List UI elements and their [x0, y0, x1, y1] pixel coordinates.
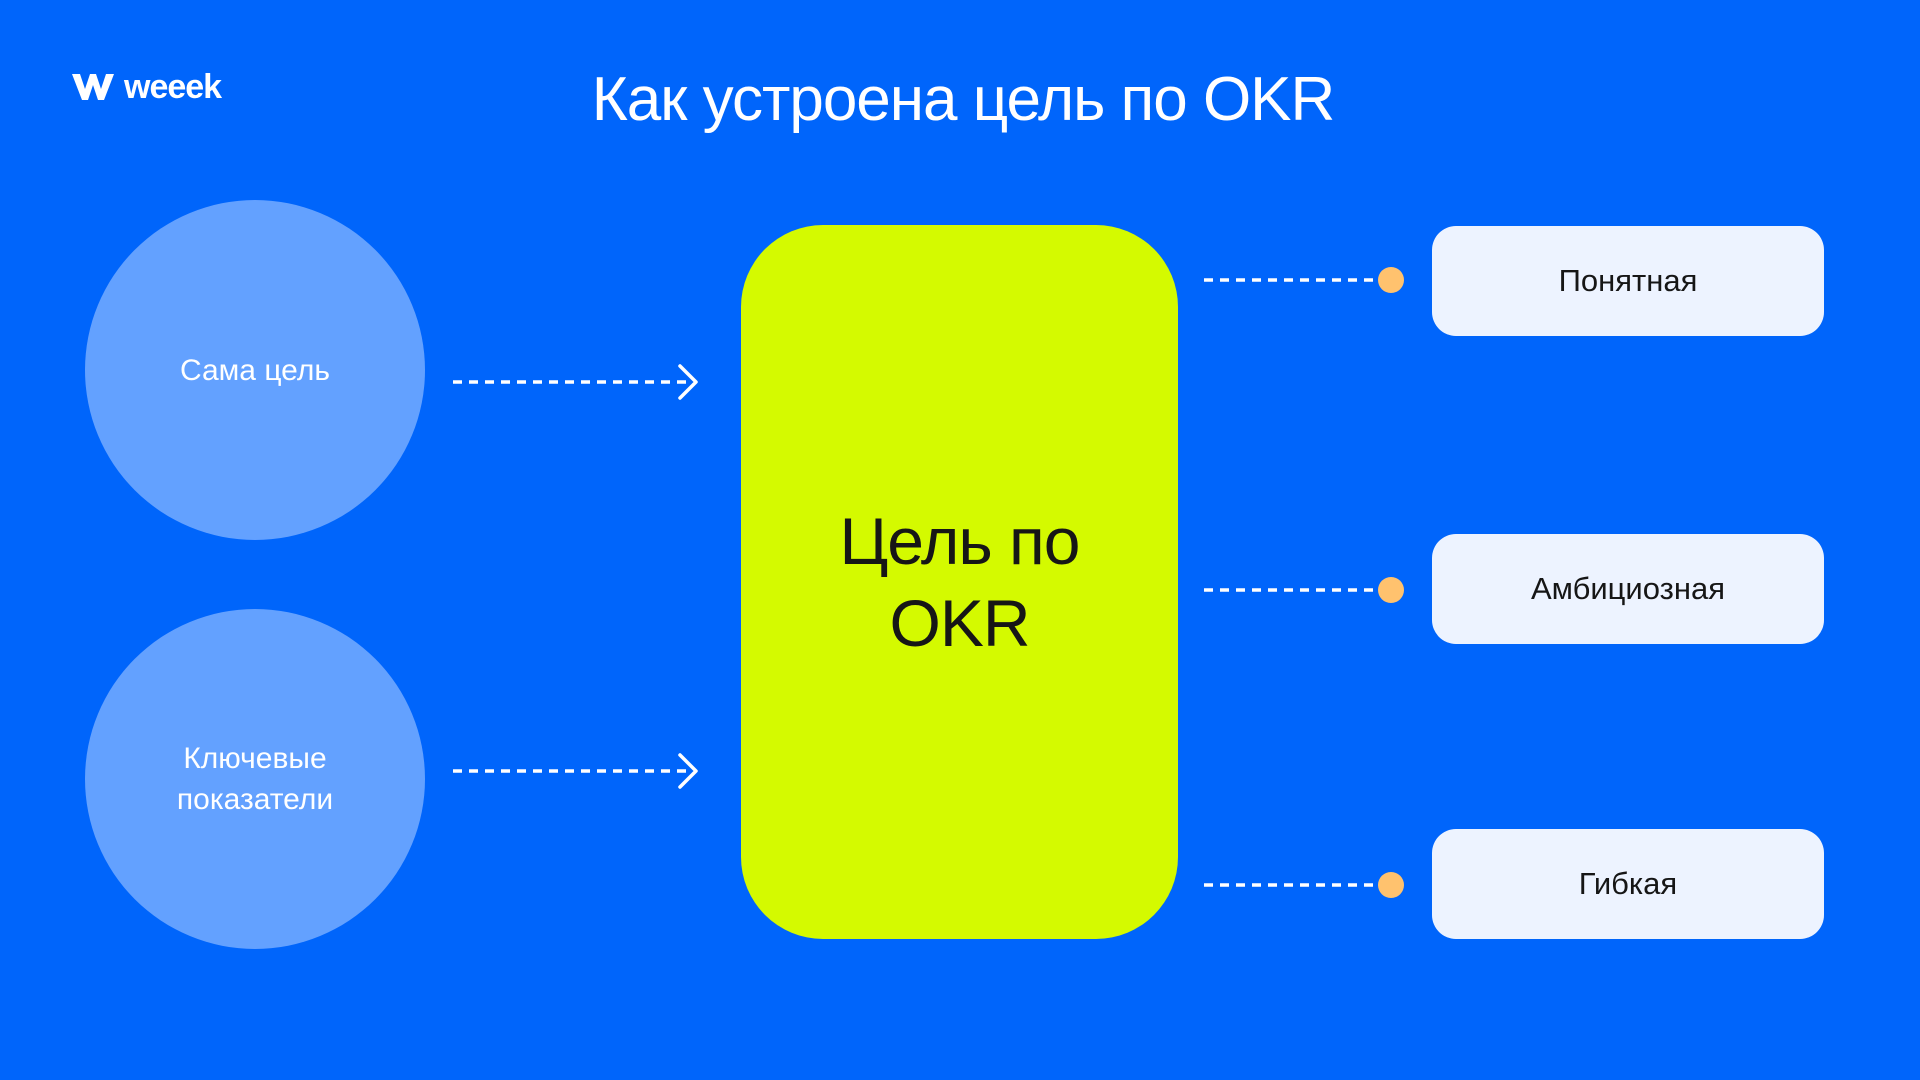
brand-logo: weeek [70, 68, 222, 106]
property-label: Гибкая [1578, 866, 1678, 901]
property-node-flexible: Гибкая [1432, 829, 1824, 939]
weeek-logo-icon [72, 74, 114, 100]
brand-name: weeek [124, 68, 222, 106]
input-node-key-results: Ключевые показатели [85, 609, 425, 949]
center-node-okr-goal: Цель по OKR [741, 225, 1178, 939]
input-node-goal: Сама цель [85, 200, 425, 540]
connector-to-property-1 [1204, 267, 1404, 293]
connector-to-property-3 [1204, 872, 1404, 898]
arrow-key-results-to-center [453, 753, 698, 789]
property-label: Понятная [1558, 263, 1698, 298]
property-node-ambitious: Амбициозная [1432, 534, 1824, 644]
arrow-goal-to-center [453, 364, 698, 400]
property-node-clear: Понятная [1432, 226, 1824, 336]
connector-to-property-2 [1204, 577, 1404, 603]
property-label: Амбициозная [1530, 571, 1726, 606]
page-title: Как устроена цель по OKR [591, 65, 1336, 134]
center-node-label: Цель по OKR [839, 504, 1080, 660]
input-node-label: Ключевые показатели [176, 742, 334, 816]
input-node-label: Сама цель [180, 353, 330, 387]
